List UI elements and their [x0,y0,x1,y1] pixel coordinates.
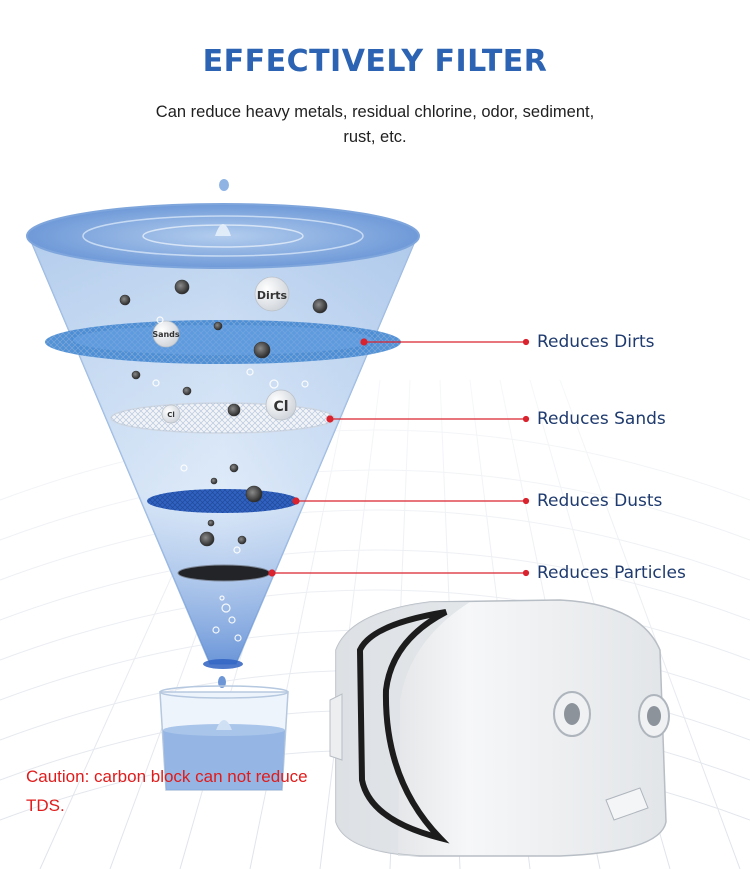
germ-particle [131,370,141,380]
caution-note: Caution: carbon block can not reduce TDS… [26,767,308,815]
germ-particle [237,535,247,545]
sands-particle-label: Sands [152,330,180,339]
label-reduces-dusts: Reduces Dusts [537,491,663,511]
germ-particle [119,294,131,306]
dirts-particle-label: Dirts [257,289,288,302]
dirts-particle [254,276,290,312]
drip-drop [218,676,226,688]
germ-particle [213,321,223,331]
label-reduces-dirts: Reduces Dirts [537,332,655,352]
page-subtitle: Can reduce heavy metals, residual chlori… [155,103,595,146]
label-reduces-particles: Reduces Particles [537,563,686,583]
cl-particle-small [161,404,181,424]
filter-layer-particles [177,564,271,582]
filter-cartridge [329,599,670,857]
germ-particle [253,341,271,359]
germ-particle [210,477,218,485]
cl-particle-small-label: Cl [167,411,175,419]
germ-particle [182,386,192,396]
page-title: EFFECTIVELY FILTER [202,44,548,79]
water-drop [219,179,229,191]
germ-particle [174,279,190,295]
germ-particle [312,298,328,314]
germ-particle [199,531,215,547]
label-reduces-sands: Reduces Sands [537,409,666,429]
germ-particle [245,485,263,503]
cartridge-o-ring [356,609,450,844]
cl-particle-large [265,389,297,421]
germ-particle [227,403,241,417]
germ-particle [229,463,239,473]
cl-particle-large-label: Cl [273,399,288,415]
germ-particle [207,519,215,527]
sands-particle [152,320,180,348]
